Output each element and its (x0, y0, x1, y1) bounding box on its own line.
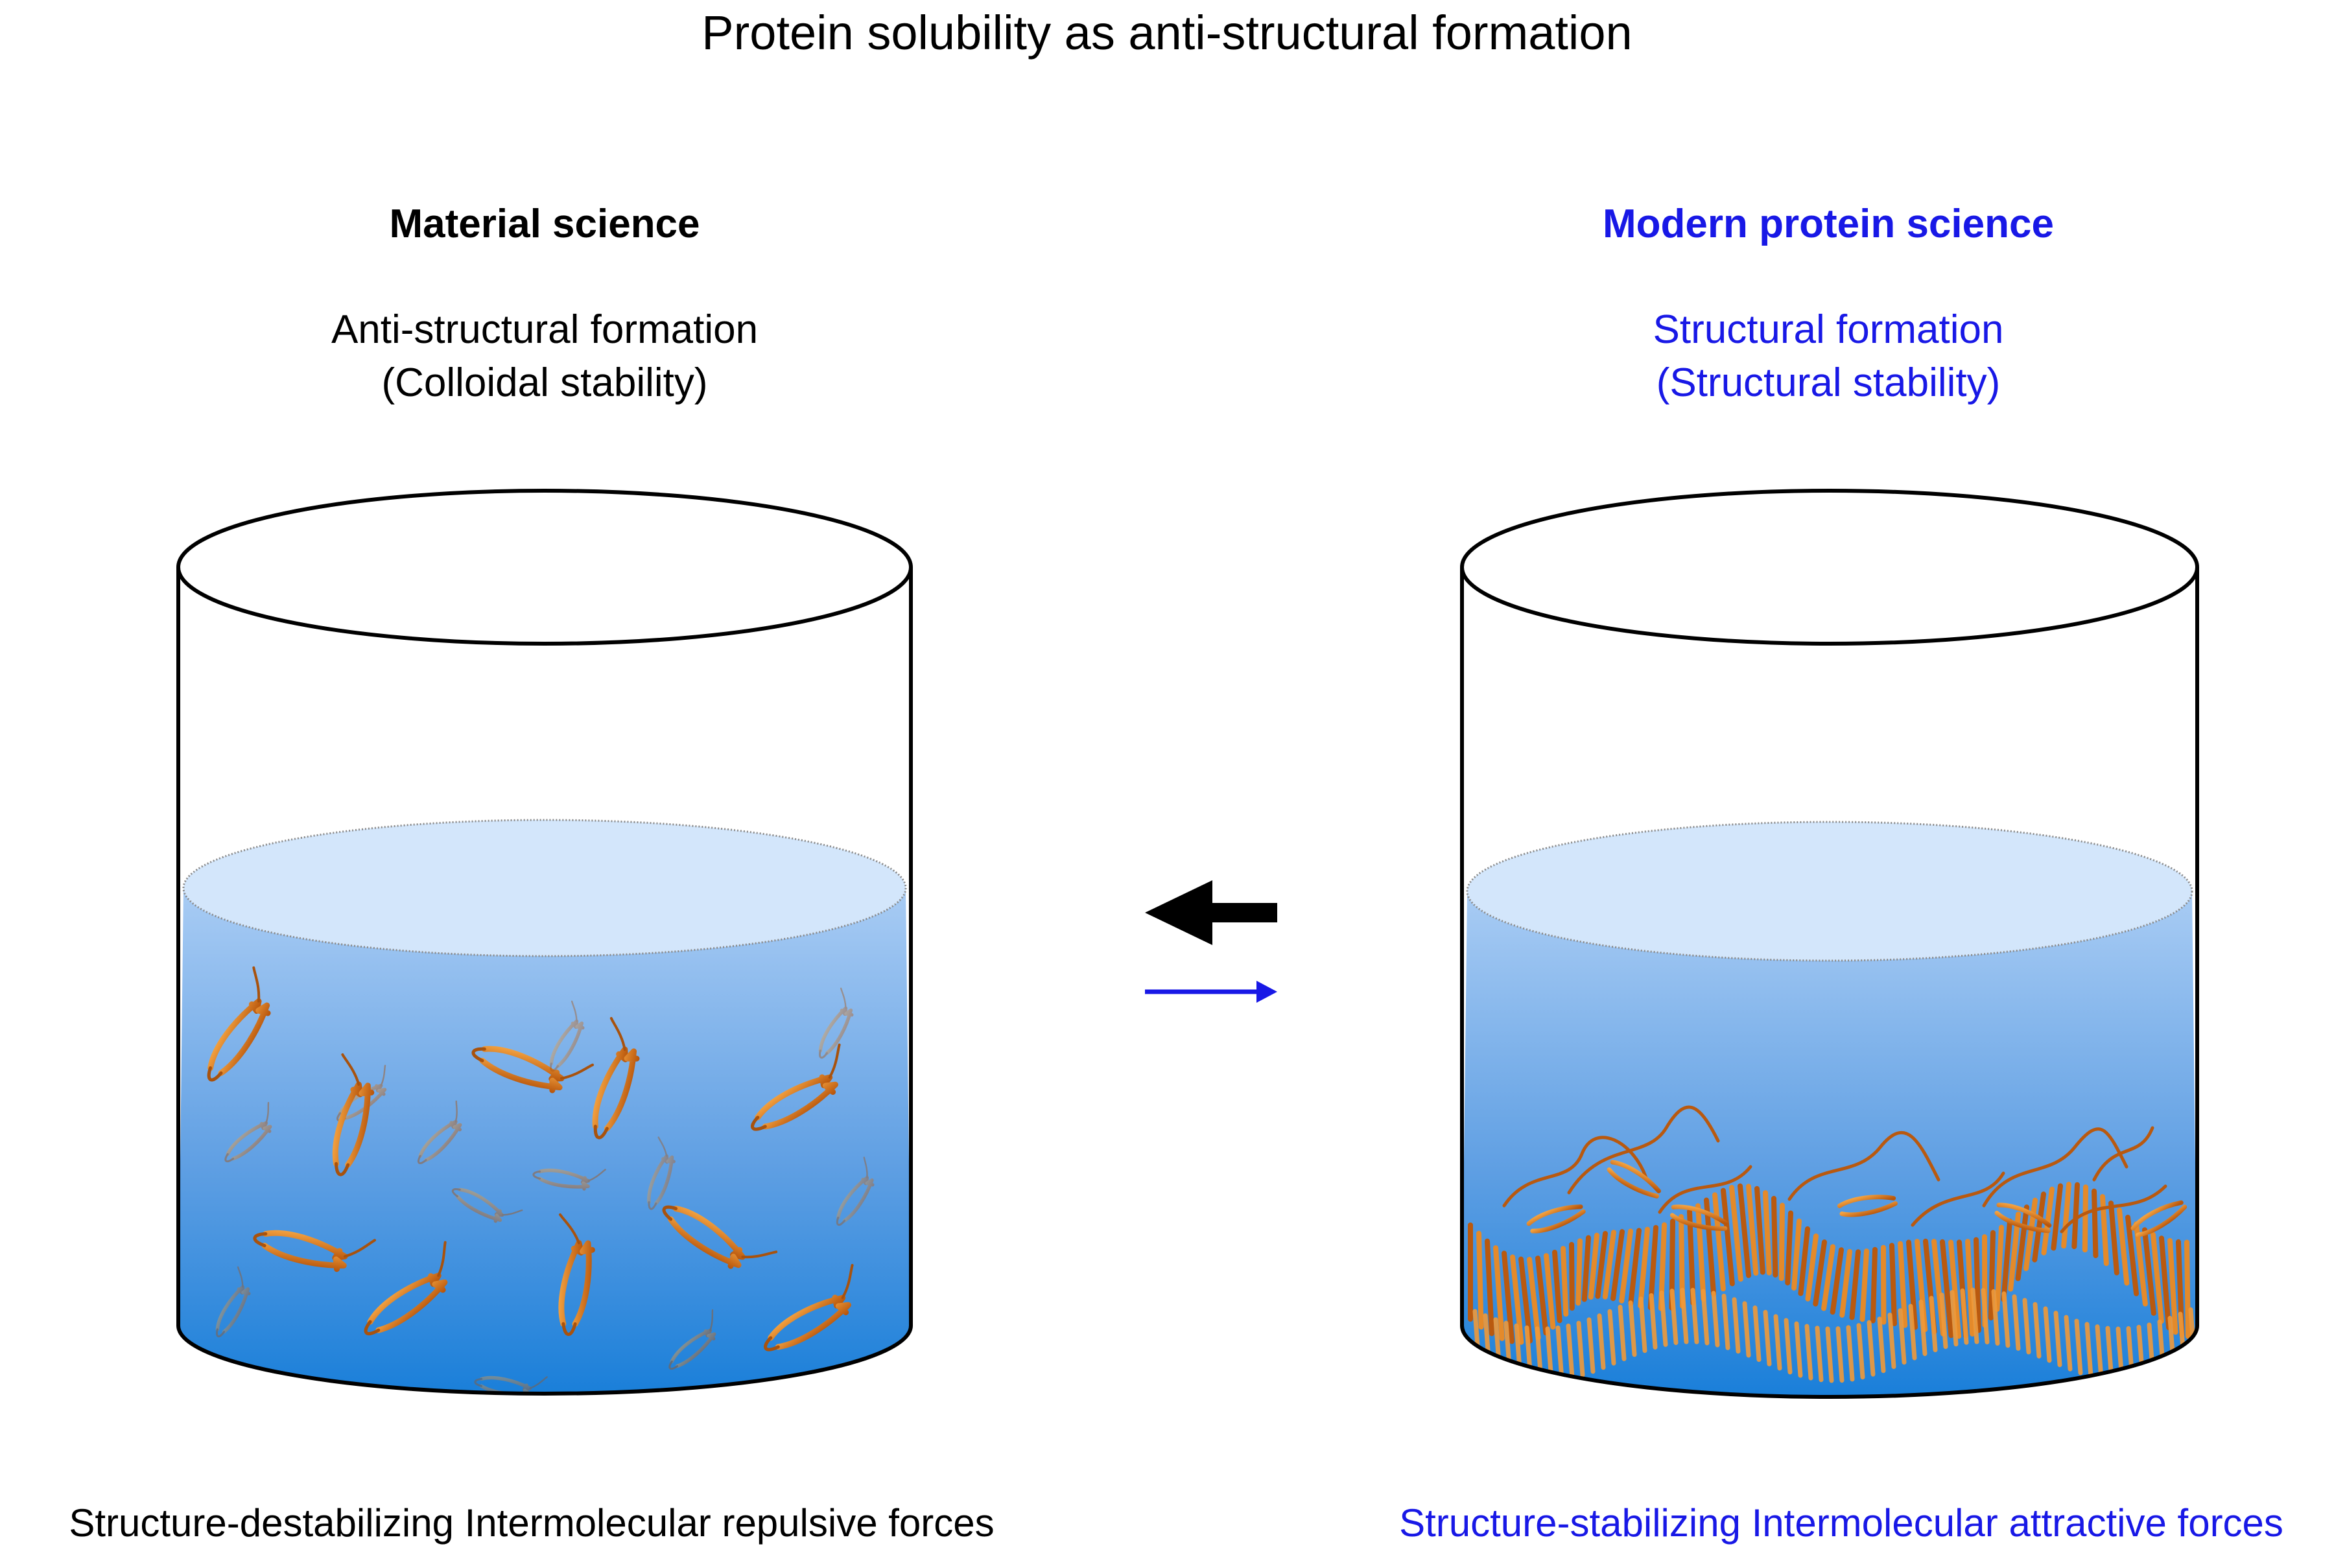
protein-monomer-icon (418, 1100, 462, 1164)
left-beaker (176, 489, 913, 1396)
left-beaker-bottom (176, 1325, 913, 1396)
protein-hairpin-icon (1669, 1204, 1728, 1231)
left-subtitle-line1: Anti-structural formation (331, 307, 759, 352)
protein-monomer-icon (836, 1156, 875, 1226)
protein-monomer-icon (549, 1000, 585, 1072)
right-subtitle-line1: Structural formation (1653, 307, 2004, 352)
protein-hairpin-icon (2130, 1200, 2187, 1237)
protein-monomer-icon (364, 1241, 448, 1335)
left-footer: Structure-destabilizing Intermolecular r… (69, 1501, 995, 1545)
left-subtitle-line2: (Colloidal stability) (381, 360, 708, 405)
protein-monomer-icon (532, 1168, 606, 1191)
right-footer: Structure-stabilizing Intermolecular att… (1399, 1501, 2283, 1545)
left-protein-monomers (207, 966, 875, 1394)
protein-monomer-icon (668, 1309, 716, 1370)
protein-monomer-icon (818, 987, 854, 1059)
protein-monomer-icon (647, 1136, 676, 1210)
protein-monomer-icon (592, 1016, 640, 1140)
protein-monomer-icon (474, 1375, 548, 1394)
protein-monomer-icon (471, 1046, 595, 1094)
protein-hairpin-icon (1526, 1204, 1586, 1234)
left-water-surface (182, 819, 907, 957)
protein-hairpin-icon (1607, 1160, 1661, 1199)
right-subtitle-line2: (Structural stability) (1656, 360, 2001, 405)
diagram-title: Protein solubility as anti-structural fo… (701, 6, 1633, 60)
protein-monomer-icon (451, 1188, 523, 1223)
protein-hairpin-icon (1837, 1195, 1898, 1217)
protein-monomer-icon (751, 1043, 841, 1131)
protein-monomer-icon (558, 1213, 595, 1337)
equilibrium-arrows (1145, 880, 1277, 1003)
left-beaker-rim (176, 489, 913, 646)
protein-monomer-icon (215, 1266, 251, 1338)
protein-hairpin-icon (1994, 1202, 2052, 1234)
left-subtitle: Anti-structural formation (Colloidal sta… (331, 303, 758, 410)
unfolded-coils (1502, 1105, 2187, 1237)
right-heading: Modern protein science (1603, 202, 2054, 246)
fibril-strands (1468, 1182, 2197, 1383)
protein-monomer-icon (332, 1053, 375, 1176)
right-protein-aggregate (1468, 1105, 2197, 1383)
protein-monomer-icon (764, 1263, 854, 1352)
protein-monomer-icon (253, 1230, 376, 1272)
right-beaker (1460, 489, 2199, 1399)
right-water-surface (1466, 821, 2193, 962)
arrow-left-black (1145, 880, 1277, 945)
right-water-body (1462, 891, 2197, 1396)
protein-monomer-icon (662, 1205, 778, 1269)
protein-monomer-icon (207, 966, 271, 1082)
left-water-body (178, 888, 911, 1394)
right-beaker-bottom (1460, 1325, 2199, 1399)
right-beaker-rim (1460, 489, 2199, 646)
left-heading: Material science (389, 202, 700, 246)
arrow-right-blue (1145, 981, 1277, 1003)
protein-monomer-icon (224, 1102, 272, 1163)
right-subtitle: Structural formation (Structural stabili… (1653, 303, 2004, 410)
